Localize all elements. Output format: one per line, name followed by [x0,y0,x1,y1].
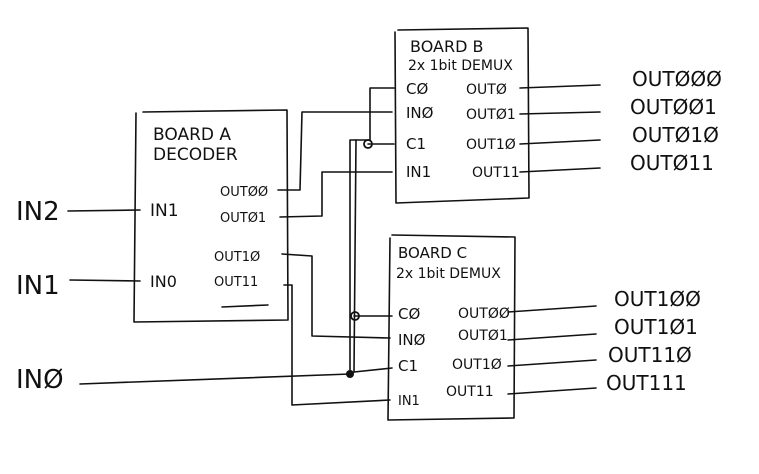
wire-b-out3 [519,167,601,173]
board-b-c0: CØ [406,80,428,98]
board-a-out10: OUT1Ø [214,250,260,265]
junction-b-c1 [363,139,373,149]
board-a-subtitle: DECODER [153,145,238,165]
board-a-out11: OUT11 [214,275,258,290]
output-111: OUT111 [606,371,687,395]
board-a-title: BOARD A [153,125,231,145]
board-c-in1: IN1 [398,394,420,409]
output-000: OUTØØØ [632,67,722,91]
wire-c-out0 [507,305,597,313]
wire-b-out1 [519,111,601,115]
output-011: OUTØ11 [630,151,714,175]
wire-a-out01-to-b-in1 [279,171,393,218]
output-010: OUTØ1Ø [632,123,719,147]
wire-a-out10-to-c-in0 [281,253,391,339]
board-c-title: BOARD C [398,244,467,262]
board-c-out00: OUTØØ [458,306,510,322]
board-b-out0: OUTØ [466,82,507,98]
board-a-box [133,109,289,323]
board-b-out01: OUTØ1 [466,107,516,123]
board-b-out11: OUT11 [472,165,520,181]
board-c-c1: C1 [398,357,418,375]
wire-c-out1 [507,333,597,341]
board-b-in0: INØ [406,104,434,122]
board-c-c0: CØ [398,305,420,323]
wire-c-out3 [507,387,597,395]
input-in2-label: IN2 [16,197,60,227]
board-c-out11: OUT11 [446,384,494,400]
board-a-out00: OUTØØ [220,185,268,200]
board-a-out01: OUTØ1 [220,211,266,226]
output-101: OUT1Ø1 [614,315,698,339]
board-a-pin-in0: IN0 [150,272,177,291]
board-b-out10: OUT1Ø [466,137,516,153]
junction-c-c1 [346,370,354,378]
board-a-underline [221,304,269,308]
input-in0-label: INØ [16,365,64,395]
wire-b-out2 [519,139,601,145]
wire-a-out11-to-c-in1 [283,284,391,406]
wire-b-out0 [519,84,601,89]
wire-c0-bus [349,87,395,375]
board-b-title: BOARD B [410,37,483,56]
board-c-in0: INØ [398,331,426,349]
wire-c-out2 [507,359,597,367]
output-110: OUT11Ø [608,343,692,367]
board-c-out10: OUT1Ø [452,357,502,373]
junction-c-c0 [350,311,360,321]
board-b-subtitle: 2x 1bit DEMUX [408,58,513,74]
board-b-c1: C1 [406,135,426,153]
board-c-subtitle: 2x 1bit DEMUX [396,266,501,282]
board-a-pin-in1: IN1 [150,201,179,221]
wire-c-bus-vertical [353,139,357,373]
wire-in1 [69,279,141,282]
wire-c1-to-c [353,367,393,373]
wire-in2 [67,209,141,212]
board-b-box [394,27,530,204]
output-100: OUT1ØØ [614,287,701,311]
wire-in0 [79,373,351,385]
input-in1-label: IN1 [16,271,60,301]
board-c-box [387,234,516,421]
output-001: OUTØØ1 [630,95,717,119]
board-c-out01: OUTØ1 [458,328,508,344]
board-b-in1: IN1 [406,163,431,181]
wire-a-out00-to-b-in0 [277,111,393,191]
